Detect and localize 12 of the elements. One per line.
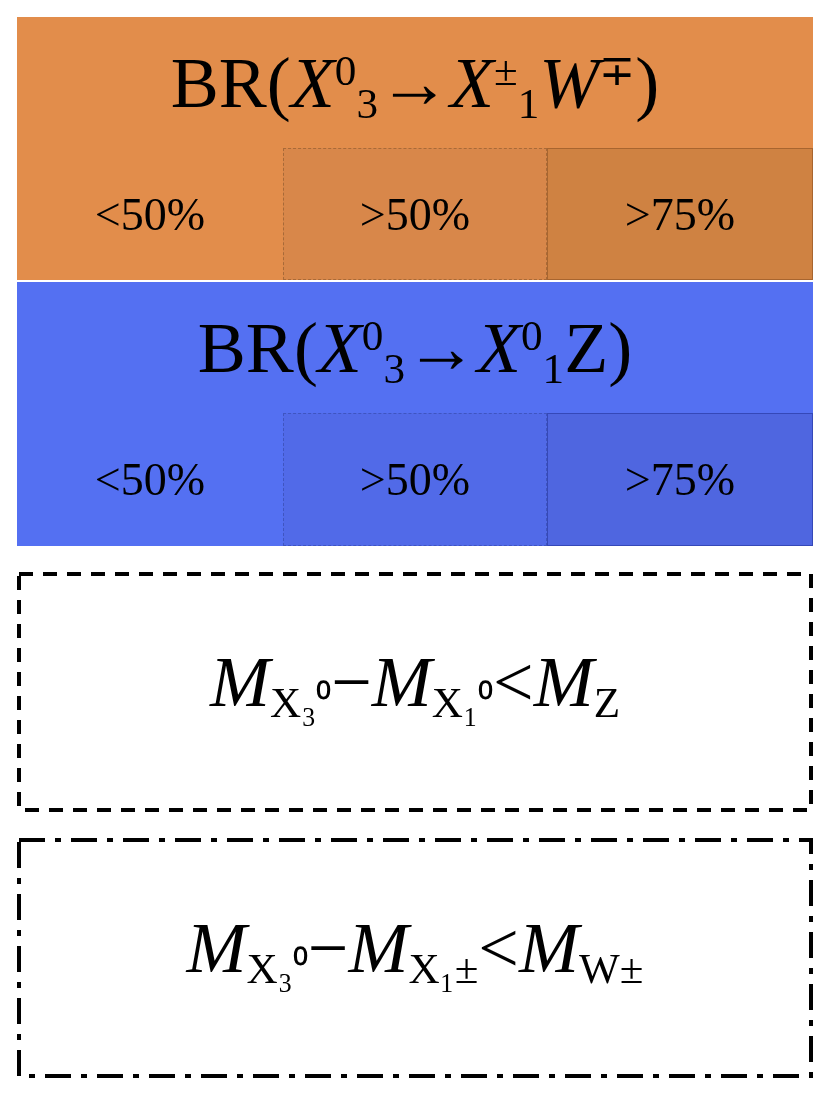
mass-condition-box: M$_{X₃⁰}$−M$_{X₁±}$<M$_{W±}$ — [17, 838, 813, 1078]
branching-ratio-formula: BR(X$^{0}$$_{3}$→X$^{±}$$_{1}$W$^{∓}$) — [170, 42, 660, 129]
mass-condition-box: M$_{X₃⁰}$−M$_{X₁⁰}$<M$_{Z}$ — [17, 572, 813, 812]
formula-band — [17, 282, 813, 546]
threshold-cell: >50% — [283, 413, 547, 546]
threshold-cell: >75% — [547, 413, 813, 546]
threshold-cell: >75% — [547, 148, 813, 280]
threshold-cell: <50% — [17, 413, 283, 546]
formula-band — [17, 17, 813, 280]
branching-ratio-formula: BR(X$^{0}$$_{3}$→X$^{0}$$_{1}$Z) — [197, 307, 633, 394]
threshold-cell: >50% — [283, 148, 547, 280]
threshold-cell: <50% — [17, 148, 283, 280]
